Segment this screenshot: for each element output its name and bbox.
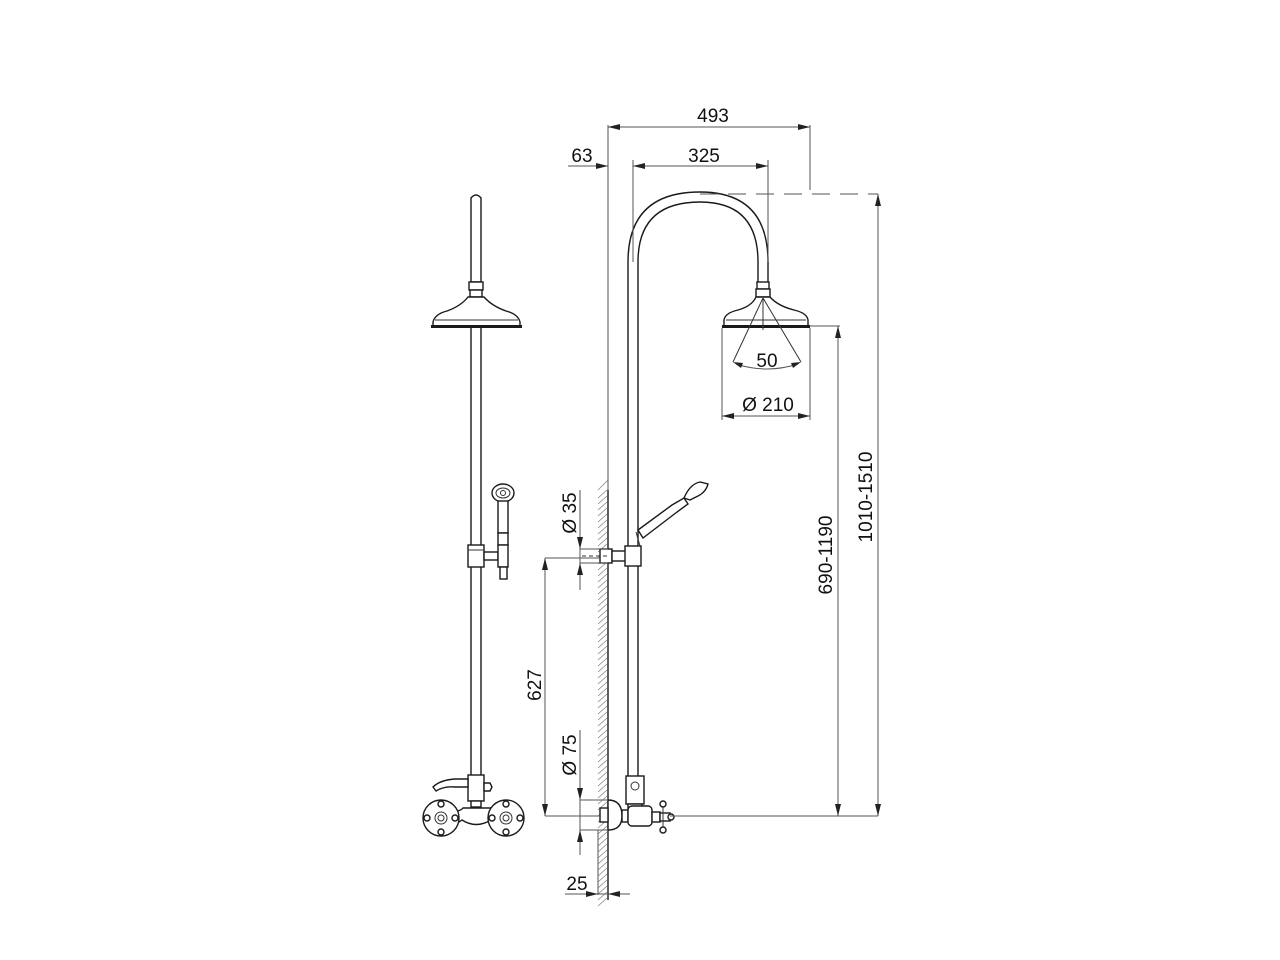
mixer-front bbox=[422, 774, 525, 837]
dim-label-total-projection: 493 bbox=[697, 106, 729, 127]
dim-label-arm-projection: 325 bbox=[688, 146, 720, 167]
hand-shower-front bbox=[491, 483, 515, 580]
dim-label-inlet-depth: 25 bbox=[566, 874, 587, 895]
dim-label-bracket-to-inlet: 627 bbox=[525, 669, 546, 701]
wall-section bbox=[597, 479, 609, 907]
dim-label-total-height: 1010-1510 bbox=[856, 452, 877, 543]
front-view bbox=[422, 194, 525, 837]
side-view bbox=[542, 124, 881, 907]
shower-head-side bbox=[722, 296, 810, 370]
dim-label-head-angle: 50 bbox=[756, 351, 777, 372]
dim-label-head-diameter: Ø 210 bbox=[742, 395, 794, 416]
dim-label-head-height: 690-1190 bbox=[816, 516, 837, 595]
dim-label-flange-diameter: Ø 75 bbox=[560, 734, 581, 775]
shower-head-front bbox=[431, 296, 522, 328]
dim-label-bracket-diameter: Ø 35 bbox=[560, 492, 581, 533]
hand-shower-side bbox=[635, 481, 709, 547]
dim-label-wall-offset: 63 bbox=[571, 146, 592, 167]
valve-side bbox=[599, 775, 675, 834]
